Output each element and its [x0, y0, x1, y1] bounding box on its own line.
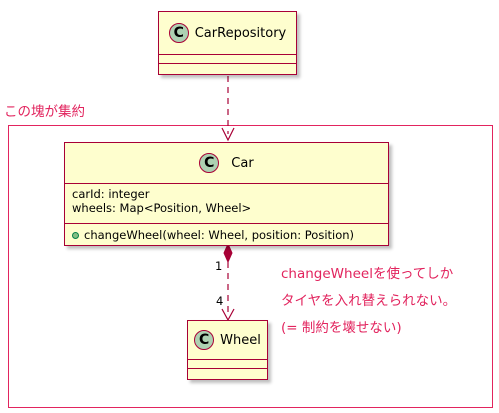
class-stereotype-icon: C — [194, 330, 215, 350]
class-name: CarRepository — [194, 25, 287, 41]
class-header: C CarRepository — [159, 12, 296, 54]
attributes-compartment — [188, 359, 267, 368]
class-stereotype-icon: C — [199, 153, 220, 173]
class-name: Wheel — [220, 332, 261, 348]
class-car: C Car carId: integer wheels: Map<Positio… — [64, 142, 389, 246]
attribute-car-id: carId: integer — [72, 187, 150, 201]
operations-compartment — [188, 368, 267, 377]
operation-signature: changeWheel(wheel: Wheel, position: Posi… — [84, 228, 355, 242]
aggregate-frame — [8, 125, 493, 408]
aggregate-label: この塊が集約 — [4, 104, 85, 120]
composition-diamond — [223, 242, 233, 264]
class-header: C Car — [65, 143, 388, 183]
operations-compartment — [159, 63, 296, 72]
operations-compartment: changeWheel(wheel: Wheel, position: Posi… — [65, 223, 388, 242]
note-line-2: タイヤを入れ替えられない。 — [281, 293, 457, 309]
attribute-wheels: wheels: Map<Position, Wheel> — [72, 201, 252, 215]
multiplicity-source: 1 — [215, 259, 223, 273]
class-stereotype-icon: C — [168, 23, 189, 43]
attributes-compartment — [159, 54, 296, 63]
class-name: Car — [231, 155, 254, 171]
class-wheel: C Wheel — [187, 320, 268, 380]
operation-change-wheel: changeWheel(wheel: Wheel, position: Posi… — [65, 228, 388, 242]
note-line-1: changeWheelを使ってしか — [281, 266, 454, 282]
multiplicity-target: 4 — [216, 294, 224, 308]
class-car-repository: C CarRepository — [158, 11, 297, 75]
public-visibility-icon — [72, 231, 79, 239]
note-line-3: (= 制約を壊せない) — [281, 320, 402, 336]
dependency-arrowhead — [221, 127, 235, 142]
class-header: C Wheel — [188, 321, 267, 359]
attributes-compartment: carId: integer wheels: Map<Position, Whe… — [65, 183, 388, 223]
